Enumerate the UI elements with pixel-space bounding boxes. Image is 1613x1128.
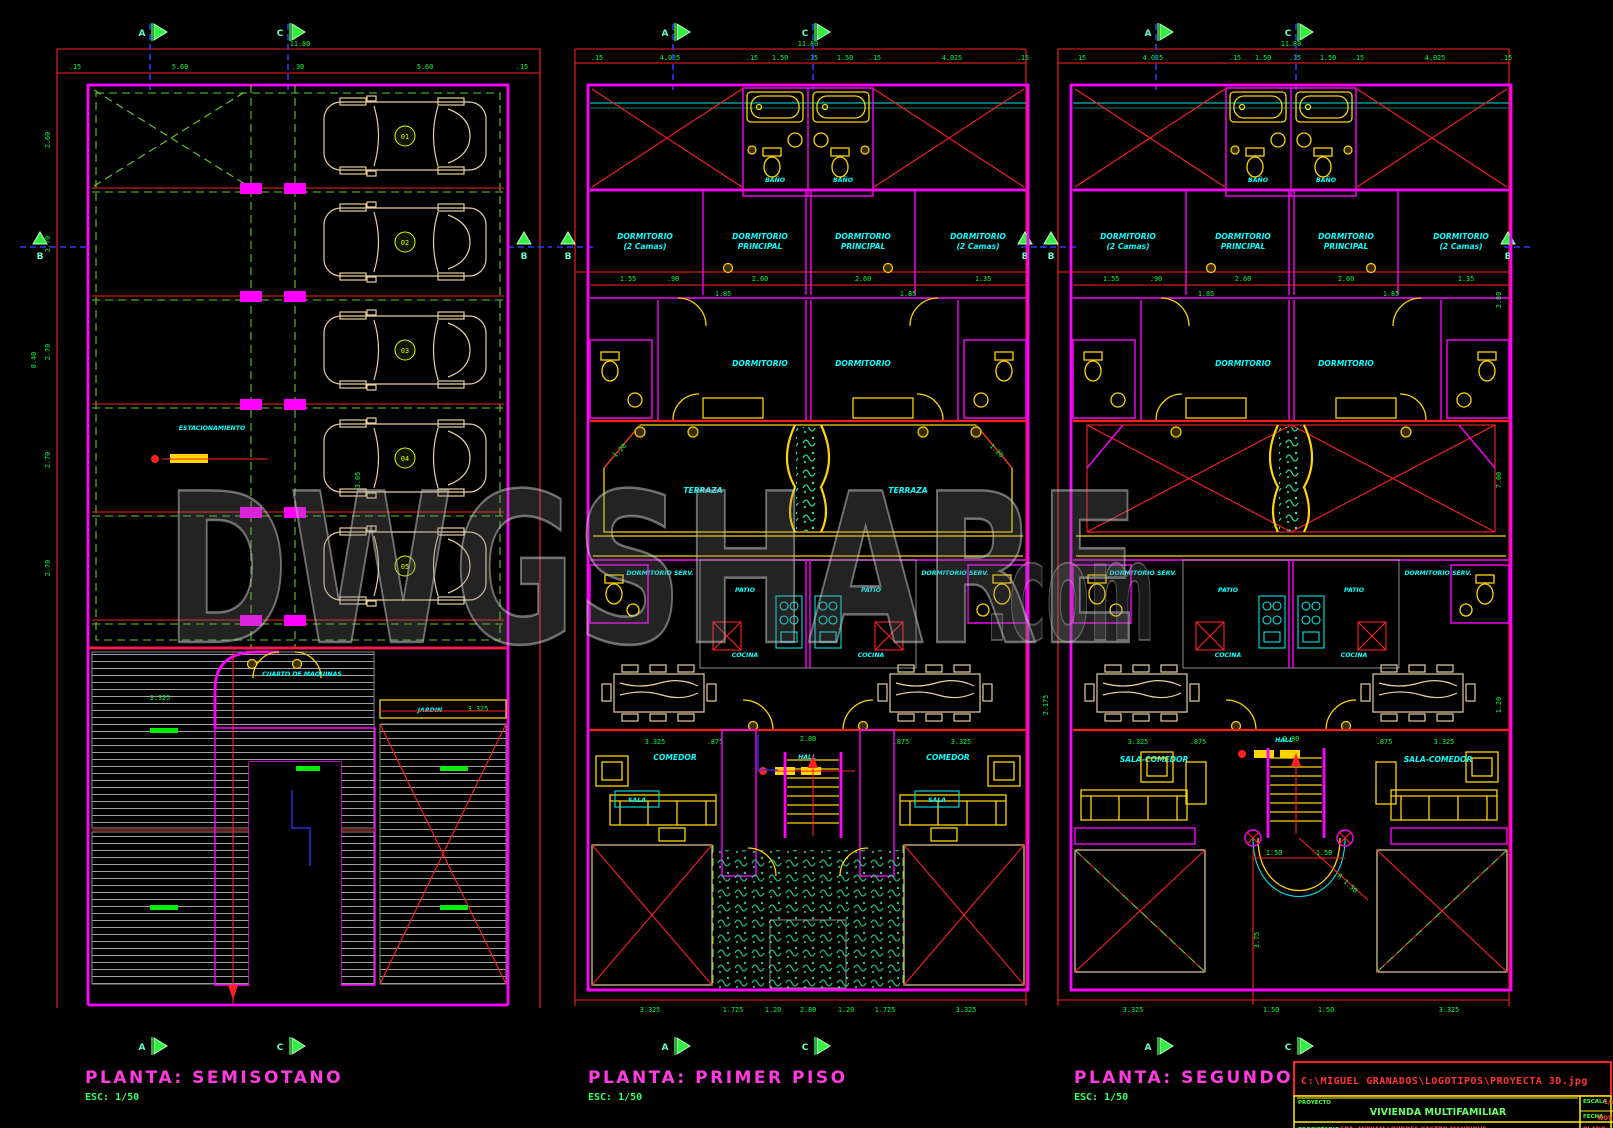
propietario-value: SRA. MIRYAM LOURDES CASTRO MANRIQUE: [1340, 1126, 1487, 1128]
plan-title-segundo: PLANTA: SEGUNDO PISO: [1074, 1068, 1357, 1088]
svg-text:2.70: 2.70: [44, 560, 52, 576]
sala-hall: COMEDOR COMEDOR HALL SALA SALA: [595, 729, 1021, 877]
plan-primer-piso: TERRAZA TERRAZA 1.20 1.20 COMEDOR COMEDO…: [557, 23, 1051, 1103]
svg-text:COMEDOR: COMEDOR: [926, 753, 970, 762]
svg-text:.15: .15: [69, 63, 81, 71]
fecha-value: NOV: [1598, 1115, 1613, 1122]
svg-text:3.325: 3.325: [956, 1006, 976, 1014]
svg-text:1.50: 1.50: [1316, 849, 1332, 857]
svg-text:2.175: 2.175: [1042, 695, 1050, 715]
svg-text:B: B: [37, 252, 44, 262]
watermark-suffix: .com: [985, 512, 1155, 673]
svg-text:1.50: 1.50: [1266, 849, 1282, 857]
parking-bays: [92, 85, 504, 648]
watermark-text: DWGSHARE: [165, 450, 1140, 692]
proyecto-value: VIVIENDA MULTIFAMILIAR: [1370, 1107, 1507, 1118]
svg-text:TERRAZA: TERRAZA: [888, 486, 927, 495]
svg-text:1.20: 1.20: [838, 1006, 854, 1014]
svg-text:TERRAZA: TERRAZA: [683, 486, 722, 495]
svg-text:2.70: 2.70: [44, 452, 52, 468]
svg-text:C: C: [277, 1043, 284, 1053]
plan-scale: ESC: 1/50: [1074, 1092, 1128, 1103]
plan-scale: ESC: 1/50: [588, 1092, 642, 1103]
svg-text:5.60: 5.60: [417, 63, 433, 71]
svg-text:.15: .15: [516, 63, 528, 71]
plan-title-semisotano: PLANTA: SEMISOTANO: [85, 1068, 343, 1088]
plan-segundo-piso: SALA-COMEDOR SALA-COMEDOR HALL R 1.50 1.…: [1040, 23, 1534, 1103]
room-cuarto-maquinas: CUARTO DE MAQUINAS: [262, 671, 342, 678]
svg-text:C: C: [277, 29, 284, 39]
svg-text:03: 03: [401, 347, 409, 355]
svg-text:3.325: 3.325: [1439, 1006, 1459, 1014]
svg-text:3.325: 3.325: [1123, 1006, 1143, 1014]
escala-value: 1/50: [1604, 1099, 1613, 1106]
svg-text:3.325: 3.325: [640, 1006, 660, 1014]
plan-semisotano: 11.80 .15 5.60 .30 5.60 .15 A C A C B B: [20, 22, 552, 1103]
svg-text:2.70: 2.70: [44, 236, 52, 252]
svg-text:1.20: 1.20: [765, 1006, 781, 1014]
svg-text:2.80: 2.80: [800, 1006, 816, 1014]
svg-text:5.60: 5.60: [172, 63, 188, 71]
svg-text:HALL: HALL: [1275, 737, 1293, 744]
svg-text:01: 01: [401, 133, 409, 141]
svg-text:04: 04: [401, 455, 409, 463]
svg-text:02: 02: [401, 239, 409, 247]
svg-text:05: 05: [401, 563, 409, 571]
svg-text:1.725: 1.725: [875, 1006, 895, 1014]
watermark: DWGSHARE .com: [164, 449, 1156, 694]
svg-text:3.325: 3.325: [468, 705, 488, 713]
svg-text:8.40: 8.40: [30, 352, 38, 368]
svg-text:7.00: 7.00: [1495, 472, 1503, 488]
svg-text:A: A: [139, 1043, 146, 1053]
svg-text:11.80: 11.80: [290, 40, 310, 48]
roof-zone: 3.325 1.50 1.50 3.325 2.80 7.00 1.20 2.1…: [1042, 292, 1509, 1014]
svg-text:R 1.50: R 1.50: [1336, 872, 1360, 894]
svg-text:1.50: 1.50: [1318, 1006, 1334, 1014]
svg-text:1.20: 1.20: [1495, 697, 1503, 713]
ramp-zone: JARDIN 3.325 CUARTO DE MAQUINAS 3.325: [86, 646, 510, 1007]
svg-text:2.60: 2.60: [44, 132, 52, 148]
svg-text:HALL: HALL: [798, 754, 816, 761]
svg-text:3.325: 3.325: [150, 694, 170, 702]
cars: 01 02 03 04 05: [323, 95, 487, 607]
file-path: C:\MIGUEL GRANADOS\LOGOTIPOS\PROYECTA 3D…: [1301, 1075, 1588, 1087]
svg-text:SALA-COMEDOR: SALA-COMEDOR: [1120, 755, 1189, 764]
fecha-label: FECHA: [1583, 1114, 1604, 1120]
svg-text:3.75: 3.75: [1253, 932, 1261, 948]
escala-label: ESCALA: [1583, 1099, 1608, 1105]
svg-text:A: A: [139, 29, 146, 39]
svg-text:COMEDOR: COMEDOR: [653, 753, 697, 762]
svg-text:SALA: SALA: [928, 797, 946, 804]
plan-scale: ESC: 1/50: [85, 1092, 139, 1103]
svg-text:3.05: 3.05: [354, 472, 362, 488]
svg-text:2.80: 2.80: [1495, 292, 1503, 308]
svg-text:1.50: 1.50: [1263, 1006, 1279, 1014]
svg-text:1.725: 1.725: [723, 1006, 743, 1014]
svg-text:B: B: [521, 252, 528, 262]
svg-text:.30: .30: [292, 63, 304, 71]
plano-label: PLANO:: [1583, 1126, 1608, 1128]
proyecto-label: PROYECTO: [1298, 1100, 1331, 1106]
plan-title-primer: PLANTA: PRIMER PISO: [588, 1068, 848, 1088]
void-band: [1086, 424, 1496, 533]
title-block: C:\MIGUEL GRANADOS\LOGOTIPOS\PROYECTA 3D…: [1293, 1061, 1613, 1128]
sala-hall: SALA-COMEDOR SALA-COMEDOR HALL R 1.50 1.…: [1074, 737, 1508, 1005]
svg-text:2.70: 2.70: [44, 344, 52, 360]
room-estacionamiento: ESTACIONAMIENTO: [179, 425, 246, 432]
garden-zone: 3.325 1.725 1.20 2.80 1.20 1.725 3.325: [575, 844, 1026, 1014]
svg-text:SALA: SALA: [628, 797, 646, 804]
svg-text:SALA-COMEDOR: SALA-COMEDOR: [1404, 755, 1473, 764]
